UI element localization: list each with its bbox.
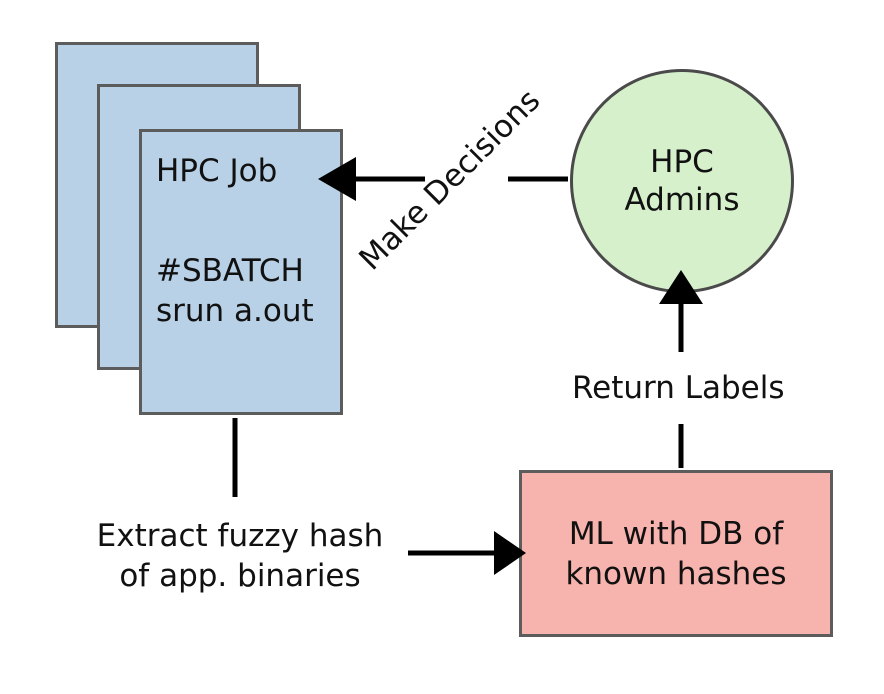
ml-node: ML with DB of known hashes	[519, 470, 833, 637]
decisions-to-job-arrowhead	[318, 157, 356, 201]
ml-label-line2: known hashes	[565, 555, 787, 592]
return-labels-label: Return Labels	[572, 370, 785, 406]
admins-label-line1: HPC	[650, 144, 714, 180]
job-sbatch-line: #SBATCH	[156, 253, 304, 289]
extract-to-ml-arrowhead	[494, 531, 526, 575]
job-srun-line: srun a.out	[156, 293, 314, 329]
ml-label: ML with DB of known hashes	[565, 514, 786, 594]
admins-label: HPC Admins	[625, 143, 740, 219]
job-card-front: HPC Job #SBATCH srun a.out	[139, 129, 343, 415]
admins-label-line2: Admins	[624, 182, 740, 218]
return-to-admins-arrowhead	[659, 270, 703, 304]
extract-label-line1: Extract fuzzy hash	[96, 518, 384, 554]
job-title: HPC Job	[156, 153, 278, 189]
ml-label-line1: ML with DB of	[568, 515, 784, 552]
admins-node: HPC Admins	[570, 69, 794, 293]
extract-label: Extract fuzzy hash of app. binaries	[80, 516, 400, 596]
extract-label-line2: of app. binaries	[119, 558, 361, 594]
